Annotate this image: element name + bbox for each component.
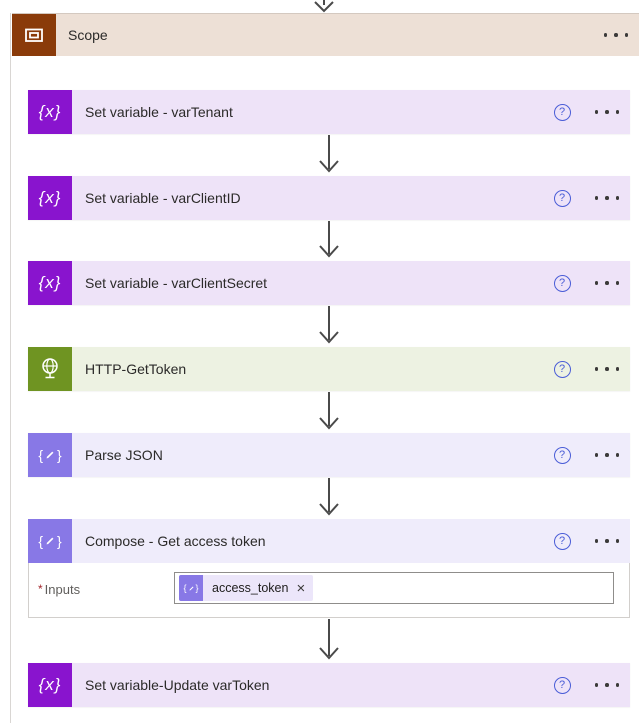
pencil-glyph [189,586,193,590]
action-card-http-gettoken[interactable]: HTTP-GetToken ? [28,347,630,391]
variable-icon: {x} [28,176,72,220]
scope-title: Scope [68,27,108,43]
remove-token-icon[interactable]: × [296,579,306,597]
help-icon[interactable]: ? [553,103,571,121]
variable-glyph: {x} [38,273,62,292]
action-card-parse-json[interactable]: { } Parse JSON ? [28,433,630,477]
action-card-set-variable-update-vartoken[interactable]: {x} Set variable-Update varToken ? [28,663,630,707]
brace-close: } [195,583,199,593]
action-title: Set variable-Update varToken [85,677,270,693]
compose-card-body: *Inputs { } access_token × [28,563,630,618]
braces-pencil-icon: { } [179,575,203,601]
ellipsis-menu-icon[interactable] [594,281,619,285]
ellipsis-menu-icon[interactable] [594,367,619,371]
pencil-glyph [46,451,54,459]
help-icon[interactable]: ? [553,360,571,378]
action-title: Set variable - varTenant [85,104,233,120]
inputs-field-label: *Inputs [38,582,81,597]
pencil-glyph [46,537,54,545]
dynamic-content-token[interactable]: { } access_token × [179,575,314,601]
help-icon[interactable]: ? [553,274,571,292]
compose-inputs-field[interactable]: { } access_token × [174,572,614,604]
ellipsis-menu-icon[interactable] [594,453,619,457]
variable-icon: {x} [28,663,72,707]
variable-glyph: {x} [38,102,62,121]
ellipsis-menu-icon[interactable] [594,196,619,200]
action-card-set-variable-varclientid[interactable]: {x} Set variable - varClientID ? [28,176,630,220]
globe-icon [28,347,72,391]
connector-arrow-into-scope [311,0,337,13]
action-title: Set variable - varClientID [85,190,241,206]
action-card-set-variable-vartenant[interactable]: {x} Set variable - varTenant ? [28,90,630,134]
action-title: Compose - Get access token [85,533,266,549]
action-title: Parse JSON [85,447,163,463]
scope-left-border [10,13,11,723]
help-icon[interactable]: ? [553,189,571,207]
brace-close: } [57,533,62,549]
token-label: access_token [212,581,289,595]
ellipsis-menu-icon[interactable] [594,683,619,687]
connector-arrow-down [316,220,342,261]
brace-open: { [183,583,187,593]
scope-ellipsis-menu-icon[interactable] [603,33,628,37]
connector-arrow-down [316,618,342,663]
connector-arrow-down [316,134,342,176]
connector-arrow-down [316,477,342,519]
connector-arrow-down [316,305,342,347]
variable-glyph: {x} [38,675,62,694]
ellipsis-menu-icon[interactable] [594,110,619,114]
brace-close: } [57,447,62,463]
variable-icon: {x} [28,261,72,305]
action-title: HTTP-GetToken [85,361,187,377]
variable-icon: {x} [28,90,72,134]
help-icon[interactable]: ? [553,676,571,694]
scope-icon [12,14,56,56]
ellipsis-menu-icon[interactable] [594,539,619,543]
help-icon[interactable]: ? [553,532,571,550]
braces-pencil-icon: { } [28,519,72,563]
action-title: Set variable - varClientSecret [85,275,268,291]
action-card-set-variable-varclientsecret[interactable]: {x} Set variable - varClientSecret ? [28,261,630,305]
connector-arrow-down [316,391,342,433]
variable-glyph: {x} [38,188,62,207]
required-marker: * [38,582,43,596]
help-icon[interactable]: ? [553,446,571,464]
action-card-compose-get-access-token[interactable]: { } Compose - Get access token ? [28,519,630,563]
braces-pencil-icon: { } [28,433,72,477]
brace-open: { [38,533,43,549]
brace-open: { [38,447,43,463]
scope-card-header[interactable]: Scope [12,13,639,56]
